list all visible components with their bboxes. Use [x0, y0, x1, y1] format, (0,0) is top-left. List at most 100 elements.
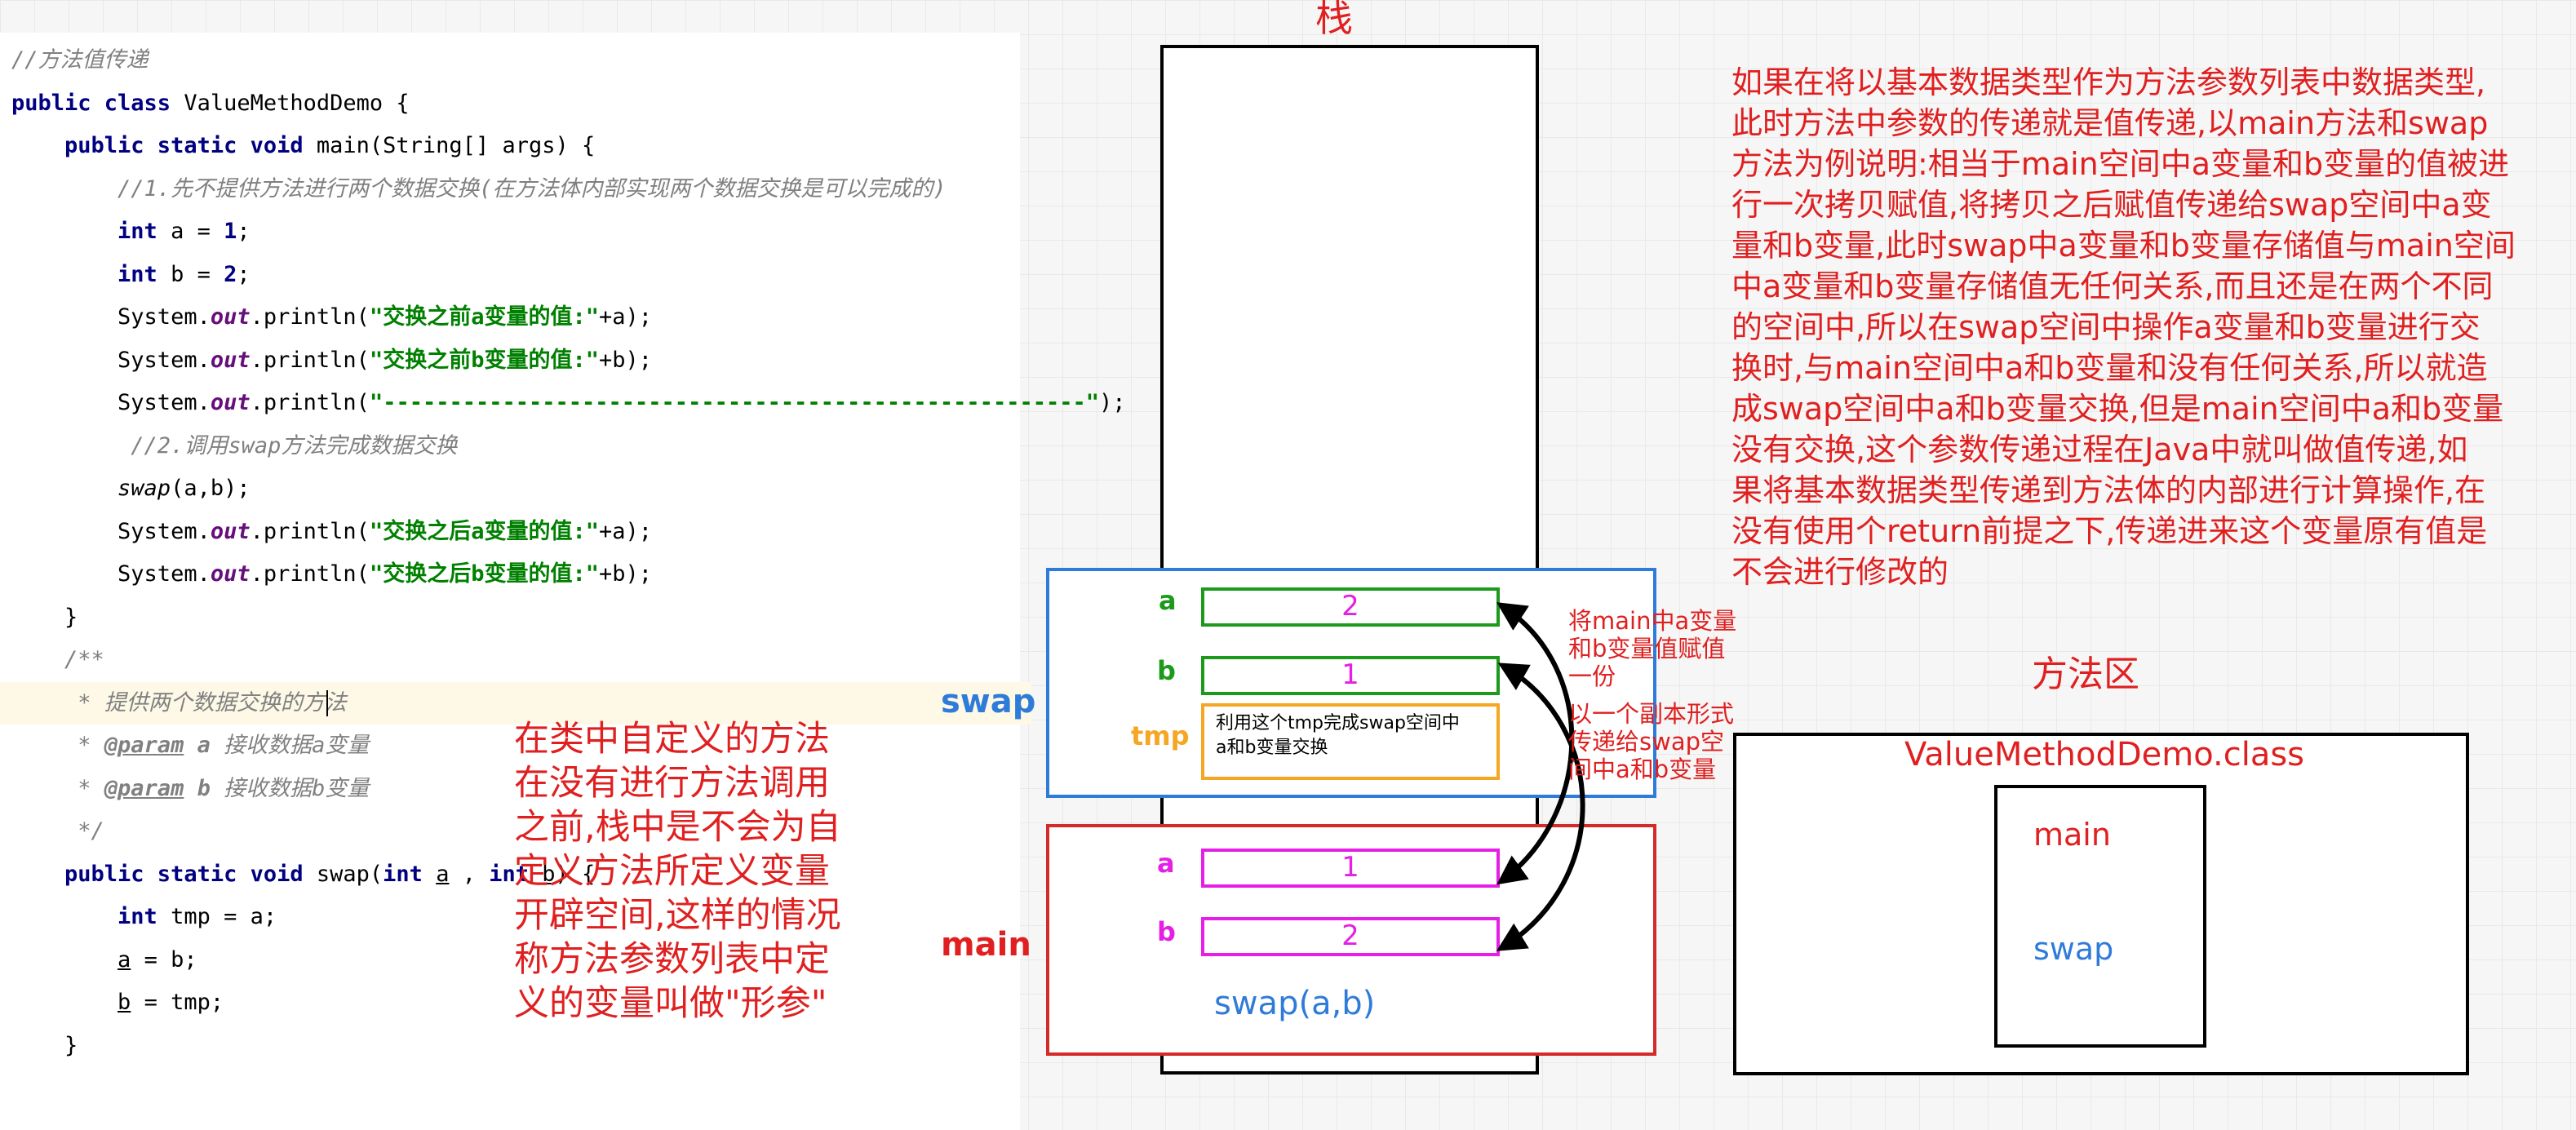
code-token: System. — [11, 390, 211, 415]
swap-var-a-cell: 2 — [1201, 587, 1500, 627]
code-token: ValueMethodDemo { — [184, 90, 410, 116]
code-token: /** — [11, 647, 104, 672]
code-token: .println( — [250, 561, 370, 587]
explanation-line: 没有交换,这个参数传递过程在Java中就叫做值传递,如 — [1731, 432, 2468, 468]
code-token: out — [210, 304, 251, 330]
code-token: out — [210, 390, 251, 415]
explanation-line: 行一次拷贝赋值,将拷贝之后赋值传递给swap空间中a变 — [1731, 187, 2492, 223]
explanation-line: 不会进行修改的 — [1731, 554, 1949, 590]
code-token: System. — [11, 561, 211, 587]
code-token: = tmp; — [131, 990, 224, 1015]
code-token: a = — [171, 219, 224, 244]
code-token: b — [184, 775, 211, 801]
code-token: //方法值传递 — [11, 47, 149, 73]
tmp-note-line2: a和b变量交换 — [1216, 738, 1328, 758]
code-line: System.out.println("交换之后a变量的值:"+a); — [0, 511, 1031, 553]
code-token: int — [11, 219, 171, 244]
code-token: System. — [11, 347, 211, 373]
copy-arrows — [1496, 602, 1585, 951]
code-token: = b; — [131, 946, 197, 973]
main-var-a-cell: 1 — [1201, 849, 1500, 888]
code-token: public static void — [11, 861, 317, 887]
code-token: +b); — [598, 347, 652, 373]
code-line: * @param a 接收数据a变量 — [0, 725, 1031, 767]
explanation-line: 成swap空间中a和b变量交换,但是main空间中a和b变量 — [1731, 391, 2504, 427]
tmp-note-line1: 利用这个tmp完成swap空间中 — [1216, 713, 1460, 733]
code-token: ; — [237, 219, 251, 244]
code-token: , — [449, 861, 490, 887]
code-line: int tmp = a; — [0, 896, 1031, 938]
copy-note-line: 和b变量值赋值 — [1568, 635, 1726, 662]
code-token: a — [436, 861, 450, 887]
code-line: System.out.println("交换之前b变量的值:"+b); — [0, 339, 1031, 382]
formal-note-line: 之前,栈中是不会为自 — [514, 807, 841, 848]
code-token: int — [489, 861, 543, 887]
code-token: //2.调用swap方法完成数据交换 — [11, 432, 458, 459]
code-token: out — [210, 347, 251, 373]
explanation-line: 中a变量和b变量存储值无任何关系,而且还是在两个不同 — [1731, 268, 2494, 304]
code-token: "---------------------------------------… — [369, 390, 1099, 415]
main-call-label: swap(a,b) — [1214, 985, 1376, 1022]
code-token: System. — [11, 304, 211, 330]
code-token: //1.先不提供方法进行两个数据交换(在方法体内部实现两个数据交换是可以完成的) — [11, 175, 947, 202]
swap-var-b-cell: 1 — [1201, 656, 1500, 695]
code-token: tmp = a; — [171, 904, 277, 929]
copy-note-line: 传递给swap空 — [1568, 728, 1725, 756]
code-line: * @param b 接收数据b变量 — [0, 768, 1031, 810]
method-area-title: 方法区 — [2032, 654, 2139, 695]
explanation-line: 没有使用个return前提之下,传递进来这个变量原有值是 — [1731, 513, 2488, 549]
code-line: public class ValueMethodDemo { — [0, 82, 1031, 125]
code-token: * — [11, 733, 104, 758]
code-token: b = — [171, 261, 224, 287]
code-token: b — [542, 861, 556, 887]
main-frame-label: main — [941, 926, 1031, 964]
method-main-label: main — [2033, 817, 2111, 853]
code-token: public static void — [11, 133, 317, 158]
explanation-line: 方法为例说明:相当于main空间中a变量和b变量的值被进 — [1731, 146, 2510, 182]
code-token: a — [117, 946, 131, 973]
explanation-line: 此时方法中参数的传递就是值传递,以main方法和swap — [1731, 105, 2489, 141]
code-token: "交换之后a变量的值:" — [369, 518, 599, 544]
formal-note-line: 开辟空间,这样的情况 — [514, 895, 841, 936]
arrow-b-to-swap-b — [1496, 662, 1585, 951]
code-line: b = tmp; — [0, 982, 1031, 1024]
explanation-line: 的空间中,所以在swap空间中操作a变量和b变量进行交 — [1731, 309, 2481, 345]
code-token: } — [11, 1032, 78, 1058]
code-line: } — [0, 1025, 1031, 1067]
formal-note-line: 义的变量叫做"形参" — [514, 983, 827, 1024]
code-token: out — [210, 561, 251, 587]
code-token: "交换之后b变量的值:" — [369, 561, 599, 587]
code-line: int b = 2; — [0, 254, 1031, 296]
code-editor[interactable]: //方法值传递 public class ValueMethodDemo { pu… — [0, 33, 1126, 1130]
code-token: @param — [104, 775, 184, 801]
code-token: int — [11, 261, 171, 287]
formal-note-line: 称方法参数列表中定 — [514, 939, 830, 980]
text-caret — [326, 689, 328, 716]
code-token: +b); — [598, 561, 652, 587]
code-token — [11, 990, 117, 1015]
code-token: System. — [11, 518, 211, 544]
swap-tmp-cell: 利用这个tmp完成swap空间中 a和b变量交换 — [1201, 703, 1500, 780]
swap-var-b-name: b — [1157, 655, 1176, 686]
code-line: * 提供两个数据交换的方法 — [0, 681, 1031, 725]
code-token: "交换之前b变量的值:" — [369, 347, 599, 373]
code-token: out — [210, 518, 251, 544]
code-line: System.out.println("--------------------… — [0, 382, 1125, 424]
code-token: +a); — [598, 304, 652, 330]
main-var-b-cell: 2 — [1201, 917, 1500, 956]
class-name-label: ValueMethodDemo.class — [1904, 736, 2305, 773]
code-line: public static void swap(int a , int b) { — [0, 853, 1031, 896]
code-token: (a,b); — [171, 476, 251, 501]
code-token: ; — [237, 261, 251, 287]
code-token — [11, 476, 117, 501]
copy-note-line: 一份 — [1568, 662, 1616, 690]
code-token: int — [11, 904, 171, 929]
code-token: @param — [104, 733, 184, 758]
code-line: System.out.println("交换之后b变量的值:"+b); — [0, 553, 1031, 596]
formal-note-line: 在类中自定义的方法 — [514, 719, 830, 760]
main-var-a-name: a — [1157, 848, 1175, 879]
code-token: .println( — [250, 304, 370, 330]
code-line: //方法值传递 — [0, 39, 1031, 82]
code-token: main(String[] args) { — [316, 133, 596, 158]
code-token: .println( — [250, 518, 370, 544]
